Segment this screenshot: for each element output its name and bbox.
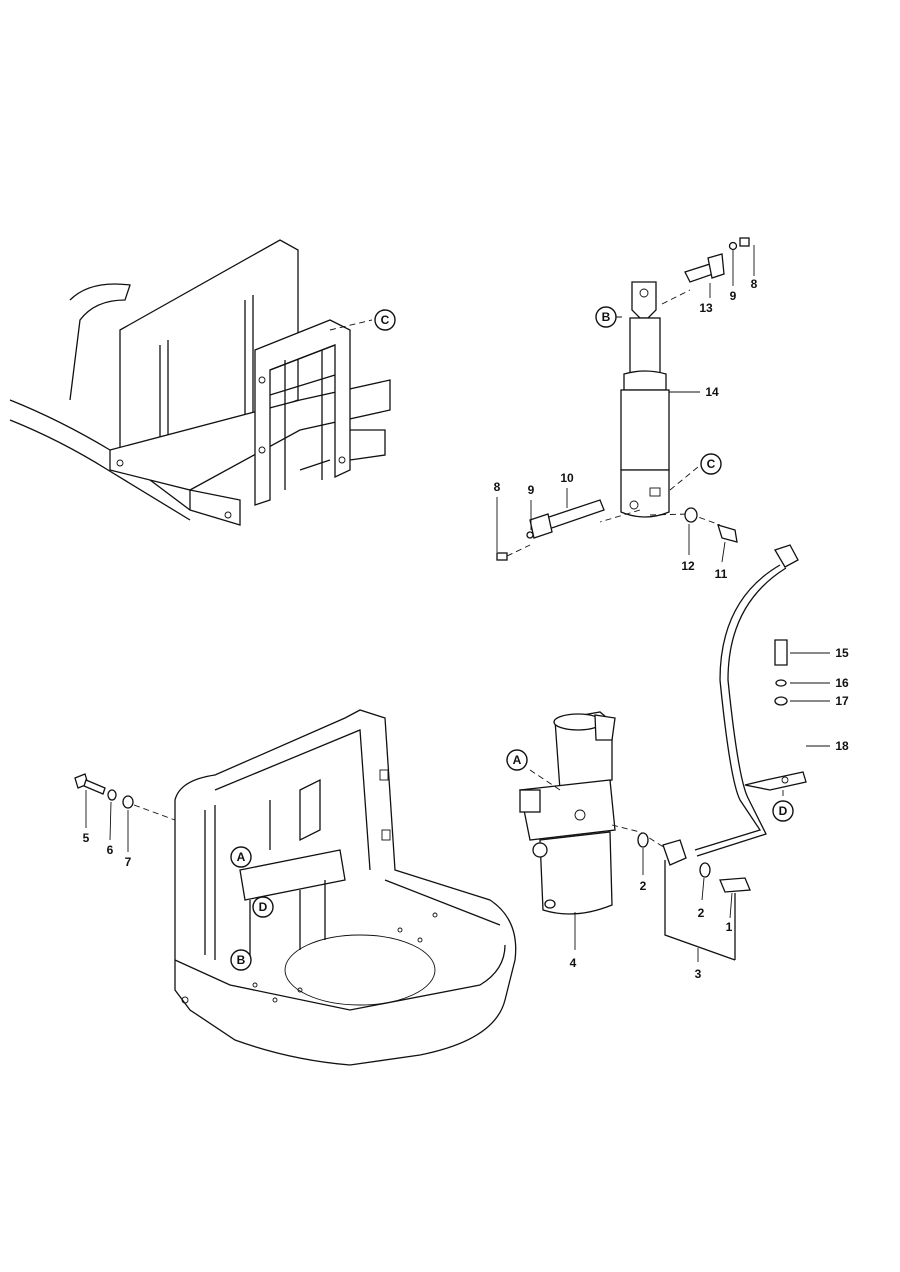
callout-D-base: D (252, 896, 274, 918)
callout-3: 3 (695, 967, 702, 981)
svg-text:B: B (237, 953, 246, 967)
callout-2-left: 2 (640, 879, 647, 893)
hose-drawing (694, 544, 830, 857)
svg-text:A: A (513, 753, 522, 767)
svg-text:C: C (381, 313, 390, 327)
callout-4: 4 (570, 956, 577, 970)
callout-6: 6 (107, 843, 114, 857)
callout-B-cylinder: B (595, 306, 617, 328)
callout-1: 1 (726, 920, 733, 934)
callout-15: 15 (835, 646, 849, 660)
svg-text:D: D (779, 804, 788, 818)
callout-2-right: 2 (698, 906, 705, 920)
callout-16: 16 (835, 676, 849, 690)
svg-text:B: B (602, 310, 611, 324)
lift-cylinder-drawing (496, 237, 755, 563)
callout-C-frame: C (374, 309, 396, 331)
callout-C-cylinder: C (700, 453, 722, 475)
callout-A-pump: A (506, 749, 528, 771)
svg-text:A: A (237, 850, 246, 864)
pump-motor-drawing (519, 711, 751, 962)
callout-12: 12 (681, 559, 695, 573)
callout-D-hose: D (772, 800, 794, 822)
callout-8-top: 8 (751, 277, 758, 291)
callout-18: 18 (835, 739, 849, 753)
callout-8-bottom: 8 (494, 480, 501, 494)
callout-7: 7 (125, 855, 132, 869)
callout-9-bottom: 9 (528, 483, 535, 497)
mast-frame-drawing (9, 239, 391, 526)
callout-5: 5 (83, 831, 90, 845)
callout-14: 14 (705, 385, 719, 399)
callout-11: 11 (715, 567, 728, 581)
chassis-base-drawing (74, 709, 517, 1066)
callout-9-top: 9 (730, 289, 737, 303)
callout-A-base: A (230, 846, 252, 868)
callout-17: 17 (835, 694, 849, 708)
svg-text:C: C (707, 457, 716, 471)
svg-text:D: D (259, 900, 268, 914)
callout-B-base: B (230, 949, 252, 971)
callout-13: 13 (699, 301, 713, 315)
callout-10: 10 (560, 471, 574, 485)
